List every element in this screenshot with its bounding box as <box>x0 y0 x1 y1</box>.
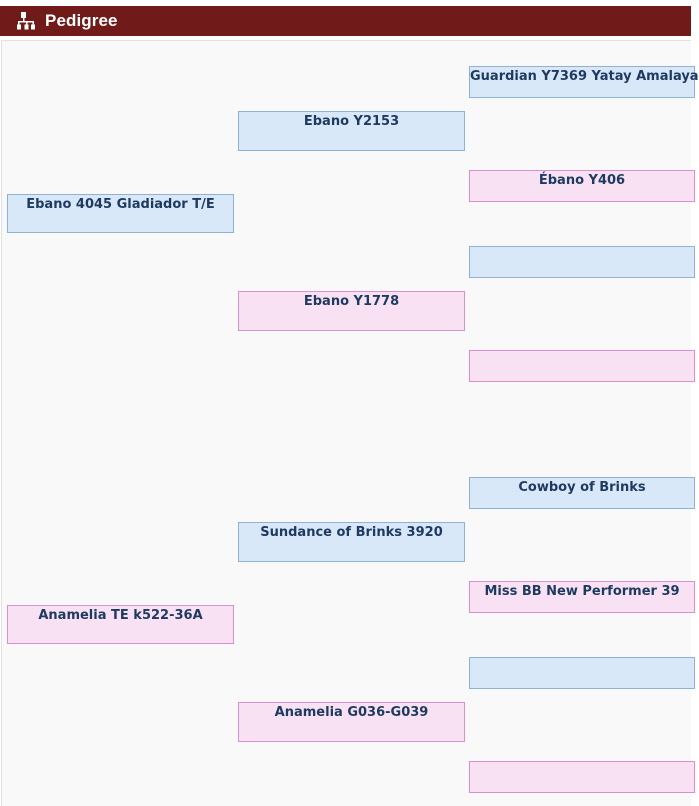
page-title: Pedigree <box>45 11 118 30</box>
pedigree-node-dam-sire[interactable]: Sundance of Brinks 3920 <box>238 522 465 562</box>
pedigree-node-sire-sire[interactable]: Ebano Y2153 <box>238 111 465 151</box>
pedigree-node-dam-dam[interactable]: Anamelia G036-G039 <box>238 702 465 742</box>
pedigree-header: Pedigree <box>0 6 691 36</box>
pedigree-node-sire-dam-sire[interactable] <box>469 246 695 278</box>
pedigree-node-sire-sire-sire[interactable]: Guardian Y7369 Yatay Amalaya <box>469 66 699 98</box>
pedigree-node-dam-sire-sire[interactable]: Cowboy of Brinks <box>469 477 695 509</box>
pedigree-node-dam-dam-dam[interactable] <box>469 761 695 793</box>
pedigree-node-sire-dam-dam[interactable] <box>469 350 695 382</box>
pedigree-chart-icon <box>17 10 39 32</box>
pedigree-node-dam-dam-sire[interactable] <box>469 657 695 689</box>
pedigree-node-dam[interactable]: Anamelia TE k522-36A <box>7 605 234 644</box>
pedigree-node-sire[interactable]: Ebano 4045 Gladiador T/E <box>7 194 234 233</box>
pedigree-node-sire-sire-dam[interactable]: Ébano Y406 <box>469 170 695 202</box>
pedigree-node-dam-sire-dam[interactable]: Miss BB New Performer 39 <box>469 581 695 613</box>
pedigree-tree: Guardian Y7369 Yatay Amalaya Ébano Y406 … <box>1 40 699 806</box>
pedigree-node-sire-dam[interactable]: Ebano Y1778 <box>238 291 465 331</box>
